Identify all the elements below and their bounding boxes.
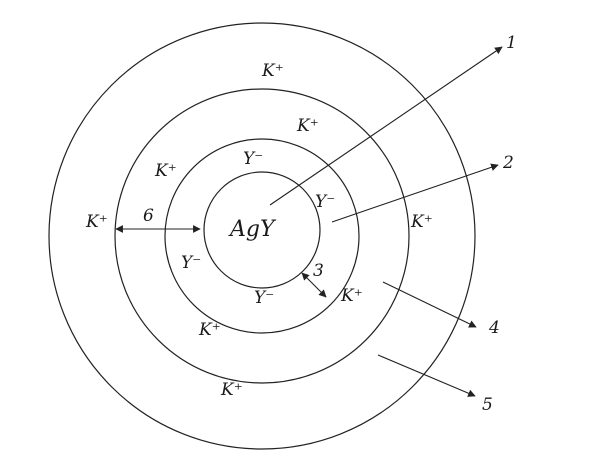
third-ring [114, 88, 410, 384]
outer-ring [48, 22, 476, 450]
ion-k-far-left: K⁺ [85, 212, 108, 232]
marker-6: 6 [143, 206, 154, 226]
ion-k-ring3-top: K⁺ [296, 116, 319, 136]
leader-5 [377, 354, 476, 397]
ion-k-ring3-bottom: K⁺ [198, 320, 221, 340]
ion-i-left: Y⁻ [181, 253, 201, 273]
marker-4: 4 [488, 318, 500, 338]
marker-3: 3 [313, 261, 324, 281]
ion-k-ring3-lowright: K⁺ [340, 286, 363, 306]
leader-4 [382, 281, 477, 328]
ion-i-top: Y⁻ [243, 149, 263, 169]
ion-k-ring3-right: K⁺ [410, 212, 433, 232]
second-ring [164, 138, 360, 334]
leader-2 [331, 163, 499, 223]
ion-k-outer-top: K⁺ [261, 61, 284, 81]
marker-1: 1 [506, 33, 517, 53]
marker-2: 2 [502, 153, 514, 173]
ion-i-bottom: Y⁻ [254, 288, 274, 308]
leader-1 [269, 46, 503, 206]
ion-i-right: Y⁻ [315, 192, 335, 212]
marker-5: 5 [482, 395, 493, 415]
core-ring [203, 171, 321, 289]
thickness-arrow-3 [301, 272, 327, 298]
ion-k-outer-bottom: K⁺ [220, 380, 243, 400]
core-label: AgY [228, 217, 277, 242]
ion-k-ring3-left: K⁺ [154, 161, 177, 181]
